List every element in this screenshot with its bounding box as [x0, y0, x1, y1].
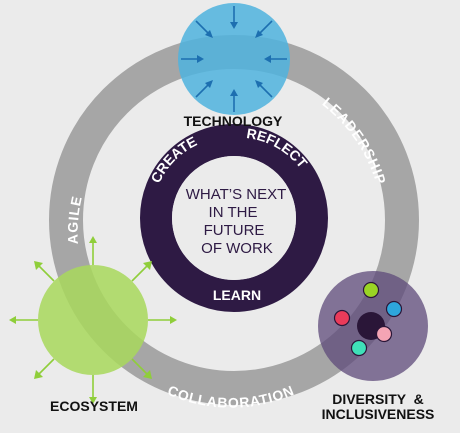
green-dot	[362, 281, 380, 299]
diversity-label-line-1: DIVERSITY &	[332, 391, 424, 407]
ecosystem-label: ECOSYSTEM	[50, 398, 138, 414]
technology-node	[178, 3, 290, 115]
diversity-node	[318, 271, 428, 381]
blue-dot	[385, 300, 403, 318]
pink-dot	[375, 325, 393, 343]
center-line-4: OF WORK	[201, 240, 273, 257]
outward-arrows-icon	[9, 236, 177, 404]
center-line-1: WHAT’S NEXT	[186, 186, 287, 203]
agile-label: AGILE	[65, 194, 85, 245]
red-dot	[333, 309, 351, 327]
center-line-2: IN THE	[209, 204, 258, 221]
ecosystem-circle	[38, 265, 148, 375]
ecosystem-node	[9, 236, 177, 404]
teal-dot	[350, 339, 368, 357]
inner-ring	[140, 124, 328, 312]
inward-arrows-icon	[181, 6, 287, 112]
technology-label: TECHNOLOGY	[184, 113, 283, 129]
center-disc	[172, 156, 296, 280]
diversity-label-line-2: INCLUSIVENESS	[322, 406, 435, 422]
learn-label: LEARN	[213, 287, 261, 303]
center-line-3: FUTURE	[204, 222, 265, 239]
